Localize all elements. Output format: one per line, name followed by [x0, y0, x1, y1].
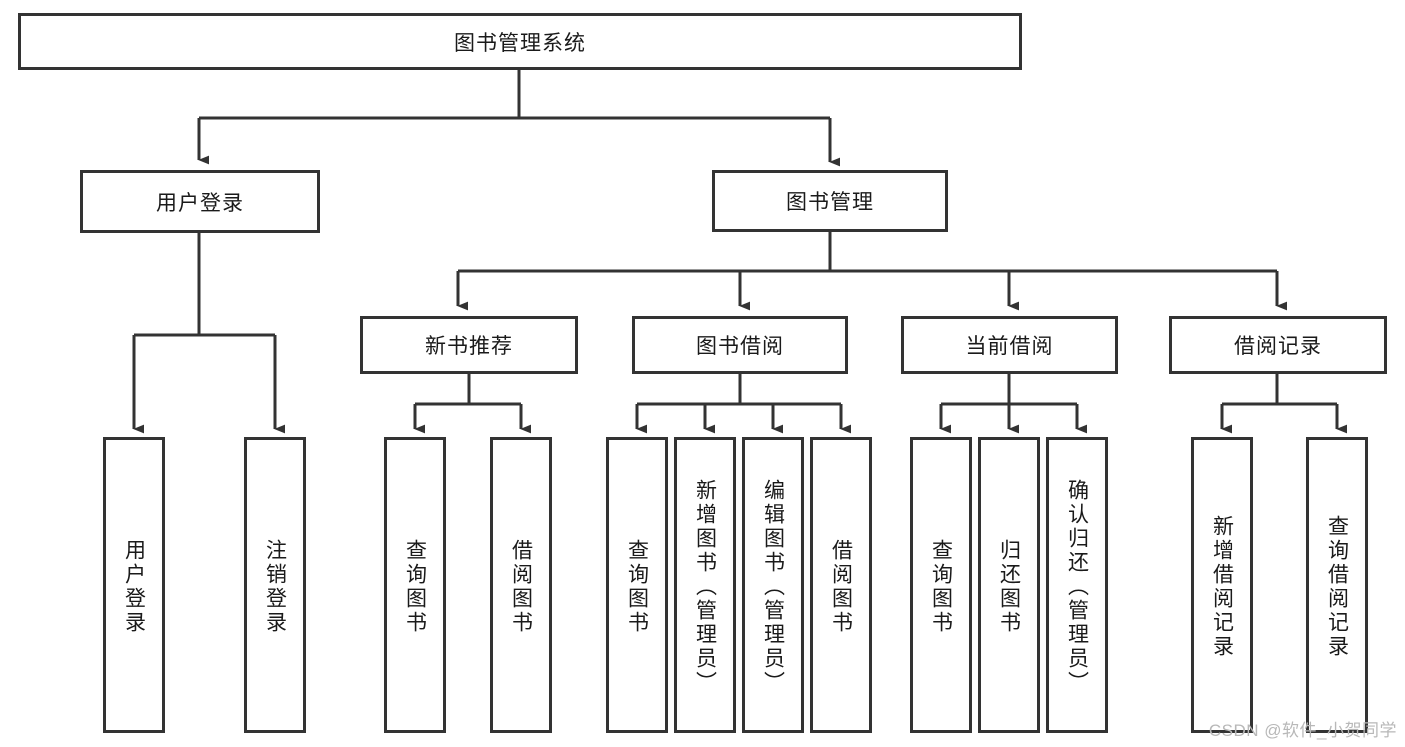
node-label: 用户登录: [156, 191, 244, 215]
node-leaf-logout-login[interactable]: 注销登录: [244, 437, 306, 733]
node-label: 注销登录: [263, 539, 287, 635]
node-label: 当前借阅: [965, 335, 1054, 358]
node-leaf-query-book-borrow[interactable]: 查询图书: [606, 437, 668, 733]
node-leaf-return-book[interactable]: 归还图书: [978, 437, 1040, 733]
node-leaf-add-borrow-record[interactable]: 新增借阅记录: [1191, 437, 1253, 733]
node-label: 借阅图书: [829, 539, 853, 635]
node-label: 新书推荐: [425, 335, 513, 358]
node-label: 查询图书: [929, 539, 953, 635]
node-label: 用户登录: [122, 539, 146, 635]
node-label: 编辑图书（管理员）: [761, 479, 785, 695]
node-label: 图书借阅: [696, 335, 784, 358]
node-user-login[interactable]: 用户登录: [80, 170, 320, 233]
node-root-book-management-system[interactable]: 图书管理系统: [18, 13, 1022, 70]
node-label: 图书管理: [786, 191, 874, 214]
node-book-management[interactable]: 图书管理: [712, 170, 948, 232]
node-leaf-borrow-book-borrow[interactable]: 借阅图书: [810, 437, 872, 733]
node-leaf-add-book-admin[interactable]: 新增图书（管理员）: [674, 437, 736, 733]
node-label: 新增图书（管理员）: [693, 479, 717, 695]
node-label: 查询借阅记录: [1325, 515, 1349, 659]
node-label: 新增借阅记录: [1210, 515, 1234, 659]
node-label: 借阅图书: [509, 539, 533, 635]
node-book-borrow[interactable]: 图书借阅: [632, 316, 848, 374]
node-current-borrow[interactable]: 当前借阅: [901, 316, 1118, 374]
node-label: 确认归还（管理员）: [1065, 479, 1089, 695]
node-label: 借阅记录: [1234, 335, 1322, 358]
node-borrow-record[interactable]: 借阅记录: [1169, 316, 1387, 374]
node-new-book-recommend[interactable]: 新书推荐: [360, 316, 578, 374]
node-leaf-confirm-return-admin[interactable]: 确认归还（管理员）: [1046, 437, 1108, 733]
node-leaf-user-login[interactable]: 用户登录: [103, 437, 165, 733]
node-leaf-query-borrow-record[interactable]: 查询借阅记录: [1306, 437, 1368, 733]
node-label: 图书管理系统: [454, 31, 586, 55]
node-leaf-borrow-book-recommend[interactable]: 借阅图书: [490, 437, 552, 733]
node-leaf-edit-book-admin[interactable]: 编辑图书（管理员）: [742, 437, 804, 733]
node-leaf-query-book-current[interactable]: 查询图书: [910, 437, 972, 733]
csdn-watermark: CSDN @软件_小贺同学: [1208, 721, 1397, 740]
node-label: 查询图书: [625, 539, 649, 635]
node-label: 归还图书: [997, 539, 1021, 635]
node-leaf-query-book-recommend[interactable]: 查询图书: [384, 437, 446, 733]
node-label: 查询图书: [403, 539, 427, 635]
